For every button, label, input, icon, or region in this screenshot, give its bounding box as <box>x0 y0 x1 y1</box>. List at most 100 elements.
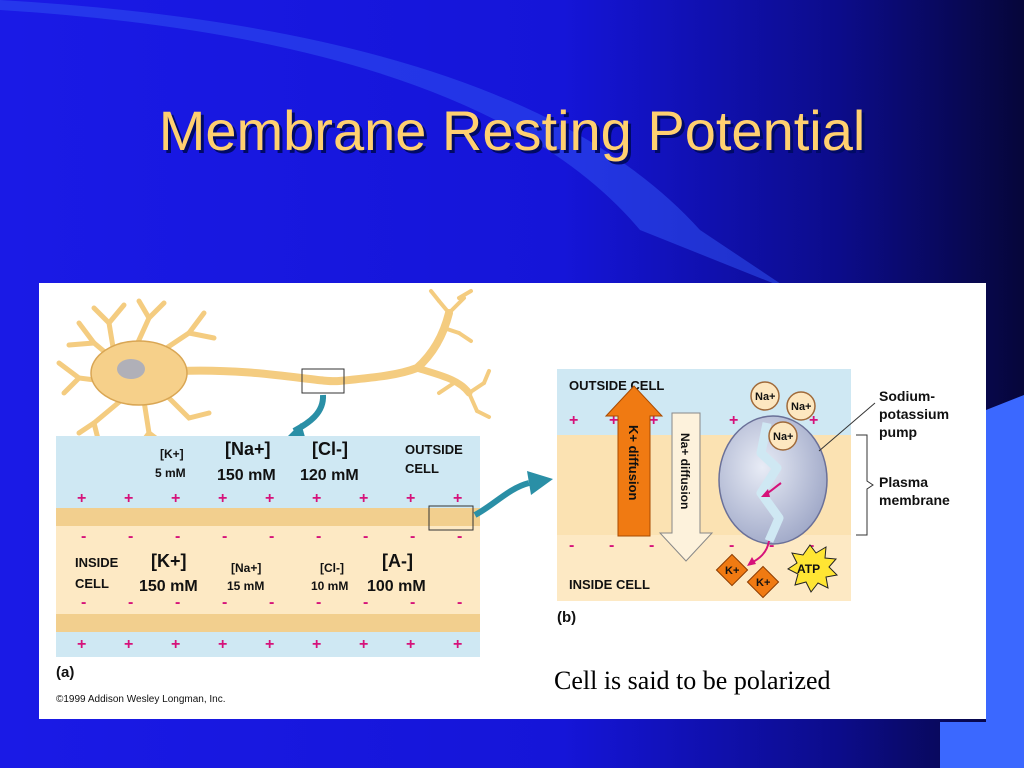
charge-sign: + <box>312 636 321 653</box>
charge-sign: - <box>175 528 180 545</box>
inside-a-ion: [A-] <box>382 551 413 571</box>
charge-sign: - <box>649 537 654 554</box>
charge-sign: - <box>316 594 321 611</box>
charge-sign: - <box>222 528 227 545</box>
charge-sign: + <box>729 412 738 429</box>
charge-sign: + <box>77 636 86 653</box>
slide-title: Membrane Resting Potential <box>158 99 866 162</box>
outside-cell-label-a-2: CELL <box>405 461 439 476</box>
svg-text:membrane: membrane <box>879 492 950 508</box>
inside-na-conc: 15 mM <box>227 579 264 593</box>
charge-sign: - <box>729 537 734 554</box>
charge-sign: - <box>457 594 462 611</box>
extracellular-plus-row-upper: +++++++++ <box>77 490 462 507</box>
outside-cl-conc: 120 mM <box>300 467 359 484</box>
charge-sign: - <box>809 537 814 554</box>
svg-text:Sodium-: Sodium- <box>879 388 935 404</box>
charge-sign: - <box>316 528 321 545</box>
charge-sign: + <box>453 636 462 653</box>
outside-cell-label-b: OUTSIDE CELL <box>569 378 664 393</box>
inside-cl-ion: [Cl-] <box>320 561 344 575</box>
panel-a-label: (a) <box>56 664 74 681</box>
charge-sign: + <box>359 636 368 653</box>
inside-a-conc: 100 mM <box>367 578 426 595</box>
inside-k-conc: 150 mM <box>139 578 198 595</box>
inside-cell-label-a-2: CELL <box>75 576 109 591</box>
charge-sign: + <box>171 636 180 653</box>
charge-sign: + <box>809 412 818 429</box>
k-diffusion-arrow: K+ diffusion <box>604 385 664 537</box>
charge-sign: - <box>410 594 415 611</box>
charge-sign: + <box>649 412 658 429</box>
charge-sign: - <box>269 528 274 545</box>
charge-sign: + <box>124 636 133 653</box>
charge-sign: - <box>128 528 133 545</box>
inside-cell-label-a: INSIDE <box>75 555 119 570</box>
neuron-cell-body <box>90 340 188 406</box>
svg-text:K+: K+ <box>725 565 739 577</box>
membrane-callout: Plasma membrane <box>856 434 950 536</box>
charge-sign: - <box>569 537 574 554</box>
charge-sign: - <box>128 594 133 611</box>
svg-text:Na+: Na+ <box>773 431 794 443</box>
inside-na-ion: [Na+] <box>231 561 261 575</box>
outside-k-ion: [K+] <box>160 447 184 461</box>
charge-sign: + <box>609 412 618 429</box>
svg-text:K+ diffusion: K+ diffusion <box>626 425 641 501</box>
svg-text:Plasma: Plasma <box>879 474 928 490</box>
k-ion-icon-1: K+ <box>715 553 749 587</box>
svg-text:K+: K+ <box>756 577 770 589</box>
charge-sign: + <box>312 490 321 507</box>
charge-sign: + <box>124 490 133 507</box>
charge-sign: - <box>269 594 274 611</box>
charge-sign: + <box>265 636 274 653</box>
svg-text:Na+: Na+ <box>755 391 776 403</box>
charge-sign: - <box>769 537 774 554</box>
outside-na-ion: [Na+] <box>225 439 271 459</box>
charge-sign: + <box>77 490 86 507</box>
charge-sign: + <box>359 490 368 507</box>
charge-sign: - <box>222 594 227 611</box>
svg-text:potassium: potassium <box>879 406 949 422</box>
svg-text:pump: pump <box>879 424 917 440</box>
charge-sign: + <box>569 412 578 429</box>
charge-sign: + <box>265 490 274 507</box>
svg-text:ATP: ATP <box>797 562 820 576</box>
na-ion-icon-2: Na+ <box>786 391 816 421</box>
charge-sign: - <box>410 528 415 545</box>
charge-sign: + <box>171 490 180 507</box>
charge-sign: + <box>218 490 227 507</box>
outside-k-conc: 5 mM <box>155 466 186 480</box>
inside-cl-conc: 10 mM <box>311 579 348 593</box>
zoom-arrow-b <box>473 471 553 518</box>
charge-sign: - <box>457 528 462 545</box>
svg-text:Na+ diffusion: Na+ diffusion <box>678 433 692 509</box>
k-ion-icon-2: K+ <box>746 565 780 599</box>
copyright-text: ©1999 Addison Wesley Longman, Inc. <box>56 694 226 705</box>
na-diffusion-arrow: Na+ diffusion <box>658 412 714 562</box>
outside-cell-label-a: OUTSIDE <box>405 442 463 457</box>
panel-a-cross-section <box>56 436 480 657</box>
charge-sign: + <box>218 636 227 653</box>
inside-cell-label-b: INSIDE CELL <box>569 577 650 592</box>
charge-sign: + <box>406 636 415 653</box>
panel-b-label: (b) <box>557 609 576 626</box>
polarized-caption: Cell is said to be polarized <box>554 666 831 695</box>
inside-k-ion: [K+] <box>151 551 187 571</box>
charge-sign: - <box>363 594 368 611</box>
charge-sign: - <box>81 594 86 611</box>
outside-na-conc: 150 mM <box>217 467 276 484</box>
svg-text:Na+: Na+ <box>791 401 812 413</box>
diagram-panel: +++++++++ --------- --------- +++++++++ … <box>39 283 986 719</box>
extracellular-plus-row-lower: + + + + + + + + + <box>77 636 462 653</box>
charge-sign: - <box>363 528 368 545</box>
pump-callout: Sodium- potassium pump <box>818 388 949 452</box>
sodium-potassium-pump-icon <box>718 415 828 566</box>
charge-sign: - <box>81 528 86 545</box>
na-ion-icon-3: Na+ <box>768 421 798 451</box>
charge-sign: + <box>406 490 415 507</box>
atp-starburst-icon: ATP <box>787 544 839 593</box>
zoom-arrow-a <box>285 394 326 439</box>
intracellular-minus-row-lower: --------- <box>81 594 462 611</box>
intracellular-minus-row-upper: --------- <box>81 528 462 545</box>
